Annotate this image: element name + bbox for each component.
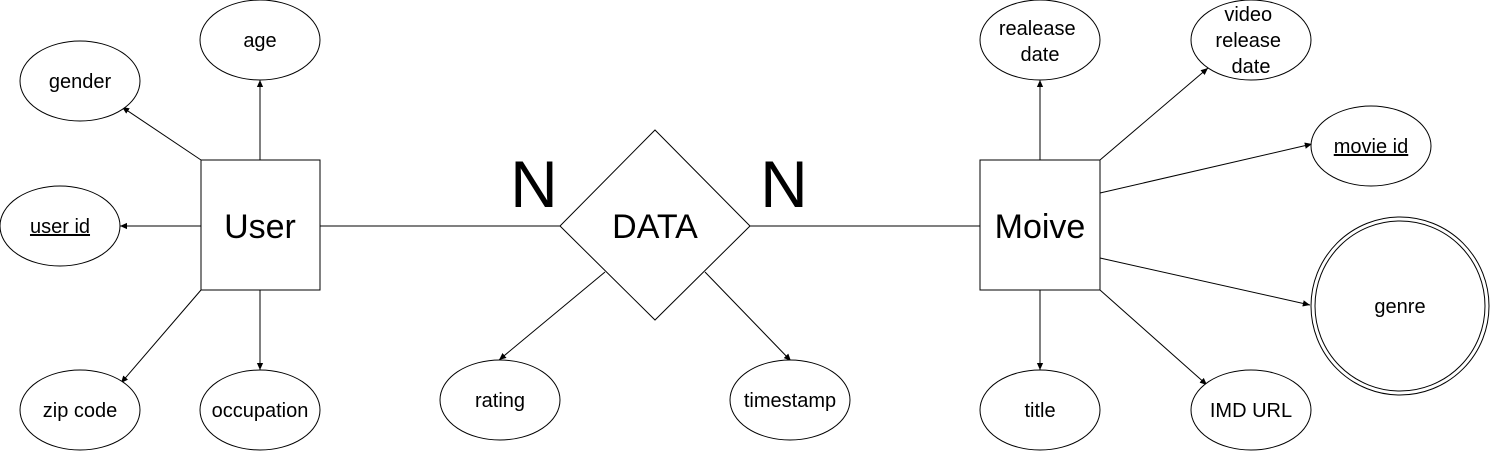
attr-genre-inner xyxy=(1314,220,1486,392)
edge-data-rating xyxy=(498,271,606,361)
attr-age-label: age xyxy=(243,30,276,52)
attr-video-release-date[interactable]: video release date xyxy=(1190,0,1312,81)
attr-video-release-date-line3: date xyxy=(1232,56,1271,78)
data-relationship-label: DATA xyxy=(612,208,698,246)
attr-title-label: title xyxy=(1024,400,1055,422)
attr-video-release-date-line1: video xyxy=(1224,4,1272,26)
attr-release-date-shape xyxy=(979,0,1101,81)
attr-imd-url-shape xyxy=(1190,369,1312,451)
attr-title-shape xyxy=(979,369,1101,451)
attr-occupation[interactable]: occupation xyxy=(199,369,321,451)
data-relationship-diamond xyxy=(559,129,751,321)
attr-timestamp[interactable]: timestamp xyxy=(729,359,851,441)
attr-imd-url[interactable]: IMD URL xyxy=(1190,369,1312,451)
attr-video-release-date-line2: release xyxy=(1215,30,1281,52)
attr-title[interactable]: title xyxy=(979,369,1101,451)
edge-movie-genre xyxy=(1099,257,1311,307)
attr-age-shape xyxy=(199,0,321,81)
edges xyxy=(120,67,1313,386)
attr-age[interactable]: age xyxy=(199,0,321,81)
attr-zip-code[interactable]: zip code xyxy=(19,369,141,451)
attr-occupation-shape xyxy=(199,369,321,451)
user-entity[interactable]: User xyxy=(200,159,321,291)
attr-release-date[interactable]: realease date xyxy=(979,0,1101,81)
attr-occupation-label: occupation xyxy=(212,400,309,422)
movie-entity-label: Moive xyxy=(995,208,1086,246)
attr-video-release-date-shape xyxy=(1190,0,1312,81)
attr-user-id-shape xyxy=(0,185,121,267)
edge-user-gender xyxy=(121,106,202,161)
data-relationship[interactable]: DATA xyxy=(559,129,751,321)
edge-movie-imdurl xyxy=(1099,289,1208,386)
edge-user-zipcode xyxy=(120,289,202,384)
attr-movie-id-label: movie id xyxy=(1334,136,1408,158)
cardinality-left: N xyxy=(510,147,558,221)
attr-genre-label: genre xyxy=(1374,296,1425,318)
attr-release-date-line1: realease xyxy=(999,18,1076,40)
edge-movie-videorelease xyxy=(1099,67,1209,161)
attr-zip-code-shape xyxy=(19,369,141,451)
attr-release-date-label: realease date xyxy=(999,18,1081,66)
attr-zip-code-label: zip code xyxy=(43,400,118,422)
attr-rating-shape xyxy=(439,359,561,441)
attr-movie-id-shape xyxy=(1310,105,1432,187)
attr-user-id-label: user id xyxy=(30,216,90,238)
attr-gender-shape xyxy=(19,40,141,122)
attr-genre[interactable]: genre xyxy=(1310,216,1490,396)
attr-gender-label: gender xyxy=(49,71,112,93)
attr-timestamp-shape xyxy=(729,359,851,441)
user-entity-box xyxy=(200,159,321,291)
attr-video-release-date-label: video release date xyxy=(1215,4,1286,78)
attr-gender[interactable]: gender xyxy=(19,40,141,122)
user-entity-label: User xyxy=(224,208,296,246)
attr-imd-url-label: IMD URL xyxy=(1210,400,1292,422)
cardinality-right: N xyxy=(760,147,808,221)
attr-user-id[interactable]: user id xyxy=(0,185,121,267)
edge-data-timestamp xyxy=(704,271,792,362)
attr-release-date-line2: date xyxy=(1021,44,1060,66)
edge-movie-movieid xyxy=(1099,142,1313,194)
attr-rating[interactable]: rating xyxy=(439,359,561,441)
attr-rating-label: rating xyxy=(475,390,525,412)
attr-movie-id[interactable]: movie id xyxy=(1310,105,1432,187)
movie-entity-box xyxy=(979,159,1101,291)
movie-entity[interactable]: Moive xyxy=(979,159,1101,291)
attr-timestamp-label: timestamp xyxy=(744,390,836,412)
